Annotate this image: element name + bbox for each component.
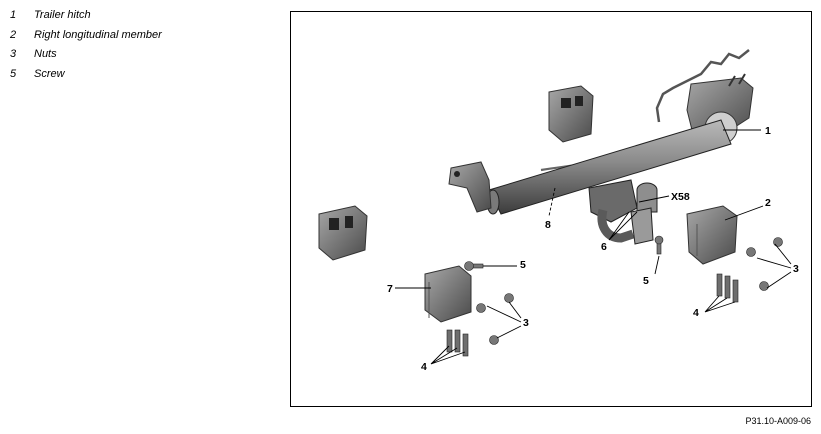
callout-7: 7 [387, 283, 393, 295]
callout-8: 8 [545, 219, 551, 231]
nuts [476, 237, 783, 345]
bolts-left [446, 329, 469, 357]
bracket-left-lower [424, 265, 472, 323]
callout-5-left: 5 [520, 259, 526, 271]
legend-item-3: 3 Nuts [10, 45, 162, 65]
legend-label: Right longitudinal member [34, 28, 162, 41]
ball-neck [588, 179, 658, 245]
bracket-left [318, 205, 368, 261]
legend-number: 1 [10, 9, 17, 21]
wiring-harness [655, 49, 750, 123]
legend-label: Screw [34, 67, 65, 80]
callout-4-left: 4 [421, 361, 427, 373]
legend-number: 5 [10, 67, 17, 80]
callout-5-right: 5 [643, 275, 649, 287]
trailer-hitch-illustration: 1 2 3 3 4 4 5 5 6 7 8 X58 [318, 49, 799, 373]
callout-3-left: 3 [523, 317, 529, 329]
legend-item-5: 5 Screw [10, 65, 162, 85]
diagram-frame: 1 2 3 3 4 4 5 5 6 7 8 X58 [290, 11, 812, 407]
screws [464, 235, 664, 271]
legend-number: 2 [10, 28, 17, 41]
callout-4-right: 4 [693, 307, 699, 319]
bolts-right [716, 273, 739, 303]
callout-1: 1 [765, 125, 771, 137]
callout-2: 2 [765, 197, 771, 209]
legend-label: Nuts [34, 48, 57, 60]
figure-reference: P31.10-A009-06 [745, 416, 811, 426]
callout-6: 6 [601, 241, 607, 253]
leader-lines [395, 129, 792, 365]
legend-number: 3 [10, 48, 17, 60]
bracket-upper-middle [548, 85, 594, 143]
legend: 1 Trailer hitch 2 Right longitudinal mem… [10, 6, 162, 84]
legend-label: Trailer hitch [34, 9, 91, 21]
legend-item-1: 1 Trailer hitch [10, 6, 162, 26]
cross-tube [448, 119, 732, 215]
callout-x58: X58 [671, 191, 690, 203]
legend-item-2: 2 Right longitudinal member [10, 26, 162, 46]
bracket-right-lower [686, 205, 738, 265]
callout-3-right: 3 [793, 263, 799, 275]
